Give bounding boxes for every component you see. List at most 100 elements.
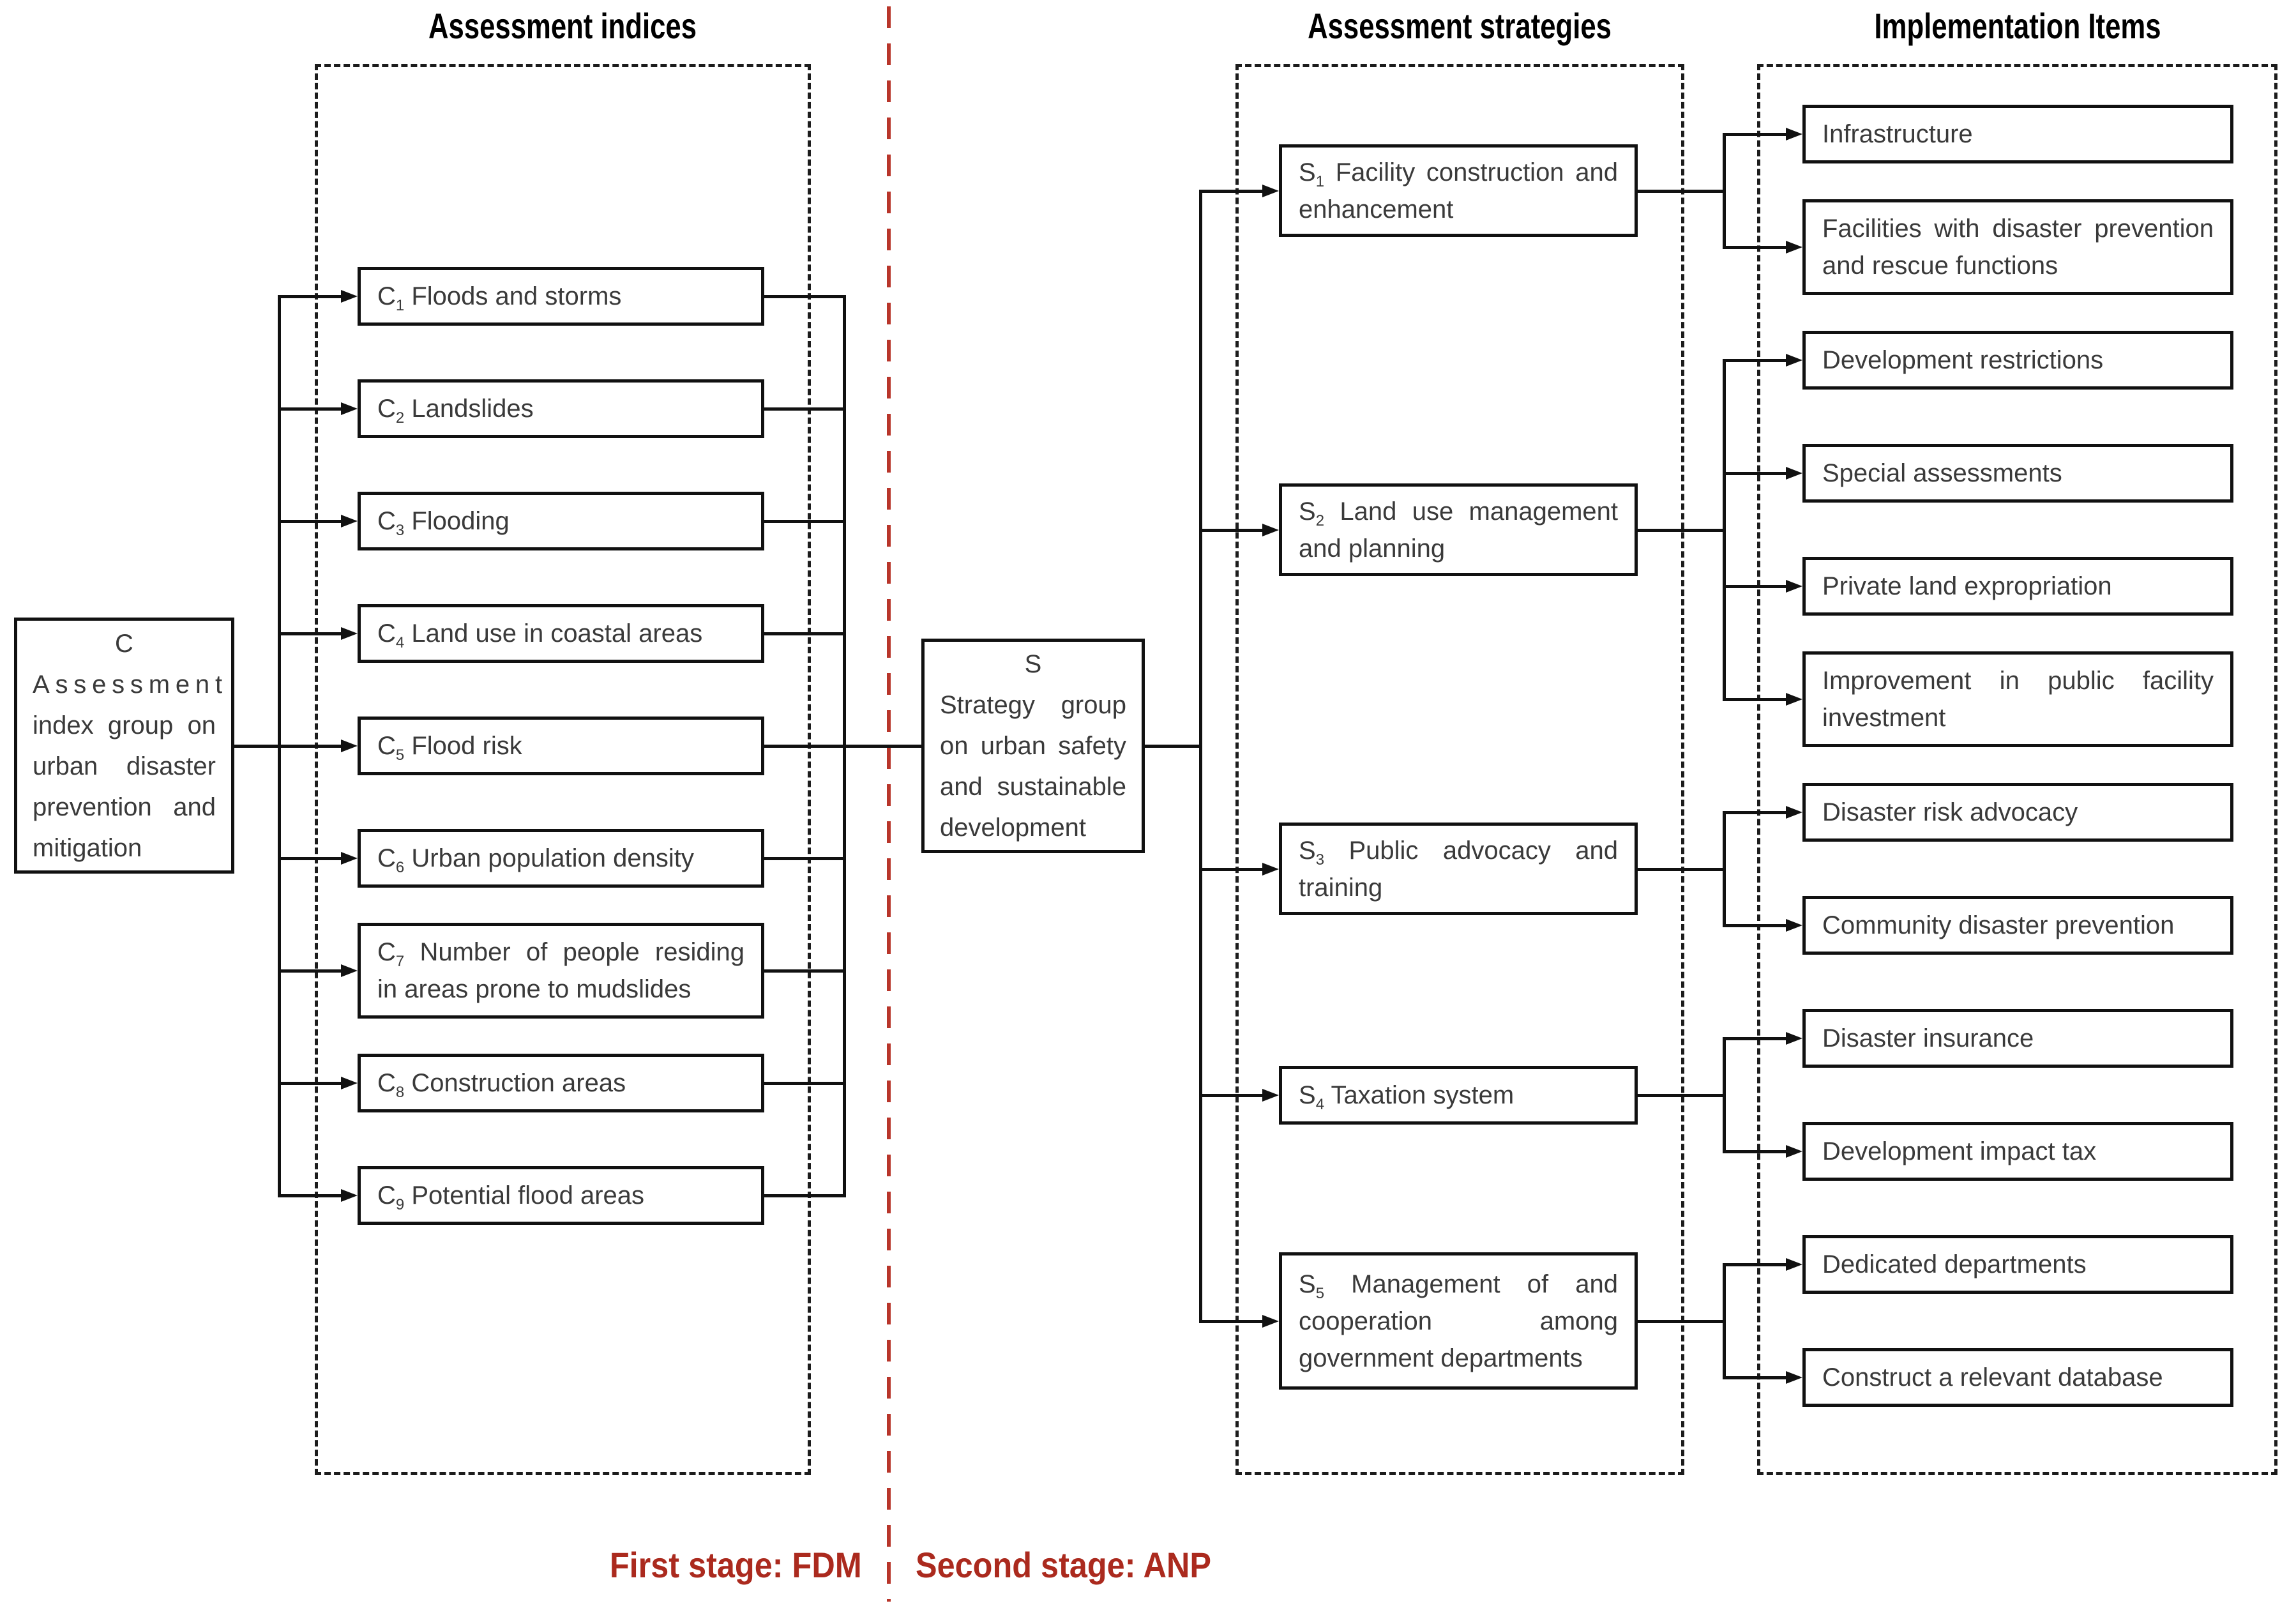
arrowhead-icon — [1786, 354, 1802, 367]
implementation-box-s5-2: Construct a relevant database — [1802, 1348, 2233, 1407]
stage-label-second-anp: Second stage: ANP — [916, 1545, 1212, 1585]
node-text-line: S4 Taxation system — [1299, 1081, 1514, 1113]
implementation-branch-line — [1724, 1263, 1788, 1266]
arrowhead-icon — [1262, 523, 1279, 536]
index-collect-line — [764, 1194, 844, 1197]
index-collect-line — [764, 1082, 844, 1085]
node-text-line: Development restrictions — [1822, 346, 2104, 374]
node-text-line: S5 Management of and — [1299, 1270, 1618, 1302]
index-collect-line — [764, 745, 844, 748]
node-text-line: S3 Public advocacy and — [1299, 836, 1618, 868]
arrowhead-icon — [1262, 184, 1279, 197]
node-text-line: C3 Flooding — [377, 507, 510, 539]
node-id-prefix: C4 — [377, 619, 405, 651]
implementation-branch-line — [1724, 1150, 1788, 1153]
index-branch-line — [279, 632, 344, 635]
node-text-line: investment — [1822, 704, 1946, 732]
node-text-line: in areas prone to mudslides — [377, 975, 691, 1003]
arrowhead-icon — [1786, 128, 1802, 140]
strategy-branch-line — [1200, 1093, 1265, 1097]
strategies-group-rect — [1235, 64, 1684, 1475]
implementation-branch-line — [1724, 133, 1788, 136]
node-text-line: Assessment — [33, 670, 228, 699]
implementation-box-s4-1: Disaster insurance — [1802, 1009, 2233, 1068]
implementation-bus-s2 — [1723, 359, 1726, 701]
strategy-box-s5: S5 Management of and cooperation among gov… — [1279, 1252, 1638, 1390]
node-text-line: Development impact tax — [1822, 1137, 2097, 1165]
index-branch-line — [279, 407, 344, 411]
implementation-box-s2-3: Private land expropriation — [1802, 557, 2233, 616]
implementation-bus-s5 — [1723, 1263, 1726, 1379]
node-text-line: index group on — [33, 711, 216, 740]
node-text-line: cooperation among — [1299, 1307, 1618, 1335]
arrowhead-icon — [1786, 806, 1802, 819]
index-box-c2: C2 Landslides — [358, 379, 764, 438]
node-text-line: and planning — [1299, 534, 1446, 563]
arrowhead-icon — [341, 290, 358, 303]
node-text-line: Infrastructure — [1822, 120, 1973, 148]
node-text-line: C9 Potential flood areas — [377, 1181, 645, 1213]
node-id-prefix: S5 — [1299, 1270, 1325, 1302]
node-text-line: S2 Land use management — [1299, 497, 1618, 529]
node-text-line: C5 Flood risk — [377, 732, 522, 764]
header-implementation-items: Implementation Items — [1874, 6, 2161, 46]
node-text-line: S1 Facility construction and — [1299, 158, 1618, 190]
strategy-out-line — [1638, 867, 1724, 871]
index-collect-line — [764, 295, 844, 298]
arrowhead-icon — [1262, 1314, 1279, 1328]
arrowhead-icon — [1786, 919, 1802, 932]
index-branch-line — [279, 520, 344, 523]
implementation-branch-line — [1724, 1376, 1788, 1379]
implementation-box-s2-2: Special assessments — [1802, 444, 2233, 503]
node-id-prefix: C8 — [377, 1069, 405, 1101]
node-id-prefix: C2 — [377, 395, 405, 427]
index-collect-line — [764, 857, 844, 860]
node-text-line: government departments — [1299, 1344, 1583, 1372]
node-id-prefix: S2 — [1299, 497, 1325, 529]
node-id-prefix: C5 — [377, 732, 405, 764]
strategy-out-line — [1638, 1093, 1724, 1097]
node-text-line: on urban safety — [940, 732, 1126, 760]
index-collect-line — [764, 632, 844, 635]
trunk-hub-to-bus — [1145, 745, 1200, 748]
index-box-c9: C9 Potential flood areas — [358, 1166, 764, 1225]
arrowhead-icon — [1262, 862, 1279, 876]
index-branch-line — [279, 745, 344, 748]
implementation-branch-line — [1724, 585, 1788, 588]
node-id-prefix: C9 — [377, 1181, 405, 1213]
node-text-line: C2 Landslides — [377, 395, 534, 427]
index-box-c1: C1 Floods and storms — [358, 267, 764, 326]
implementation-branch-line — [1724, 472, 1788, 475]
node-text-line: Disaster risk advocacy — [1822, 798, 2078, 826]
arrowhead-icon — [341, 402, 358, 415]
arrowhead-icon — [341, 515, 358, 527]
node-text-line: training — [1299, 873, 1383, 902]
node-id-prefix: S3 — [1299, 836, 1325, 868]
strategy-box-s2: S2 Land use management and planning — [1279, 483, 1638, 576]
implementation-box-s3-2: Community disaster prevention — [1802, 896, 2233, 955]
implementation-box-s2-1: Development restrictions — [1802, 331, 2233, 390]
arrowhead-icon — [1786, 580, 1802, 593]
node-text-line: prevention and — [33, 793, 216, 821]
index-collect-line — [764, 520, 844, 523]
implementation-bus-s3 — [1723, 811, 1726, 927]
node-text-line: Improvement in public facility — [1822, 667, 2214, 695]
arrowhead-icon — [1786, 1371, 1802, 1384]
node-id-prefix: C1 — [377, 282, 405, 314]
stage-label-first-fdm: First stage: FDM — [610, 1545, 862, 1585]
arrowhead-icon — [341, 852, 358, 865]
index-branch-line — [279, 295, 344, 298]
node-id-prefix: C3 — [377, 507, 405, 539]
implementation-box-s5-1: Dedicated departments — [1802, 1235, 2233, 1294]
index-branch-line — [279, 1194, 344, 1197]
index-box-c5: C5 Flood risk — [358, 717, 764, 775]
arrowhead-icon — [341, 740, 358, 752]
node-text-line: Special assessments — [1822, 459, 2062, 487]
implementation-branch-line — [1724, 698, 1788, 701]
strategy-branch-line — [1200, 189, 1265, 193]
node-text-line: C8 Construction areas — [377, 1069, 626, 1101]
node-text-line: C7 Number of people residing — [377, 938, 744, 970]
header-assessment-indices: Assessment indices — [428, 6, 697, 46]
